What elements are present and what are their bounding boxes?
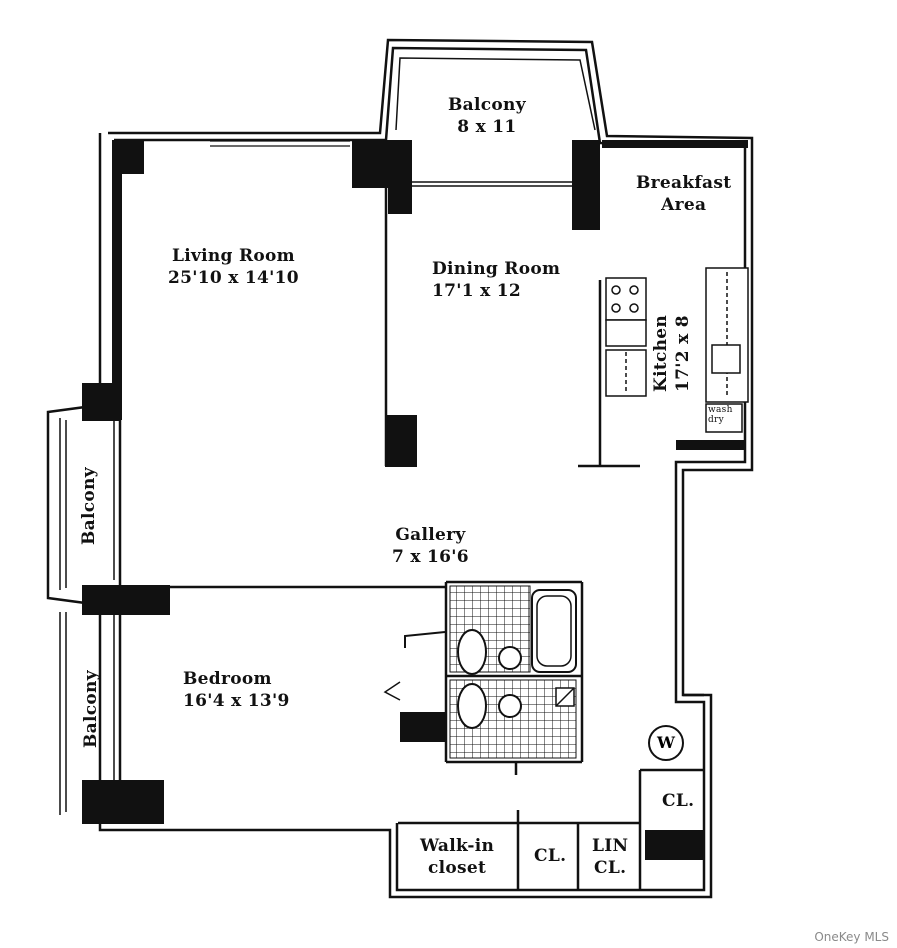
balcony-left-upper-name: Balcony (79, 467, 99, 545)
kitchen-size: 17'2 x 8 (673, 315, 693, 392)
closet-2-label: CL. (662, 790, 694, 812)
dining-room-name: Dining Room (432, 259, 561, 279)
interior-walls (118, 188, 704, 890)
linen-name-2: CL. (594, 858, 627, 878)
top-balcony-rail (395, 57, 596, 187)
walk-in-name-1: Walk-in (420, 836, 495, 856)
outer-walls (46, 38, 754, 899)
left-balcony-rails (59, 418, 115, 815)
walk-in-name-2: closet (427, 858, 487, 878)
structural-columns (82, 140, 748, 860)
breakfast-name-1: Breakfast (636, 173, 732, 193)
bedroom-size: 16'4 x 13'9 (183, 691, 290, 711)
washer-symbol: W (648, 725, 684, 761)
kitchen-label: Kitchen 17'2 x 8 (650, 315, 694, 392)
linen-closet-label: LIN CL. (592, 835, 628, 879)
gallery-label: Gallery 7 x 16'6 (392, 524, 469, 568)
kitchen-name: Kitchen (651, 314, 671, 392)
balcony-top-size: 8 x 11 (457, 117, 517, 137)
dining-room-label: Dining Room 17'1 x 12 (432, 258, 560, 302)
balcony-top-name: Balcony (448, 95, 526, 115)
gallery-name: Gallery (395, 525, 466, 545)
living-room-label: Living Room 25'10 x 14'10 (168, 245, 299, 289)
bedroom-name: Bedroom (183, 669, 272, 689)
dining-room-size: 17'1 x 12 (432, 281, 522, 301)
balcony-left-upper-label: Balcony (78, 467, 100, 545)
living-room-size: 25'10 x 14'10 (168, 268, 299, 288)
kitchen-fixtures (605, 267, 749, 433)
washer-label: W (657, 733, 675, 752)
breakfast-name-2: Area (661, 195, 707, 215)
balcony-left-lower-name: Balcony (81, 670, 101, 748)
closet-1-name: CL. (534, 846, 567, 866)
walk-in-closet-label: Walk-in closet (420, 835, 494, 879)
gallery-size: 7 x 16'6 (392, 547, 469, 567)
dry-label: dry (708, 415, 725, 425)
living-room-name: Living Room (171, 246, 295, 266)
breakfast-area-label: Breakfast Area (636, 172, 731, 216)
balcony-left-lower-label: Balcony (80, 670, 102, 748)
balcony-top-label: Balcony 8 x 11 (448, 94, 526, 138)
wash-dry-label: wash dry (708, 405, 733, 425)
linen-name-1: LIN (592, 836, 629, 856)
living-window (210, 140, 350, 147)
closet-1-label: CL. (534, 845, 566, 867)
closet-2-name: CL. (662, 791, 695, 811)
wash-label: wash (708, 405, 733, 415)
bedroom-label: Bedroom 16'4 x 13'9 (183, 668, 290, 712)
watermark: OneKey MLS (814, 930, 889, 944)
bath-fixtures (383, 585, 577, 759)
